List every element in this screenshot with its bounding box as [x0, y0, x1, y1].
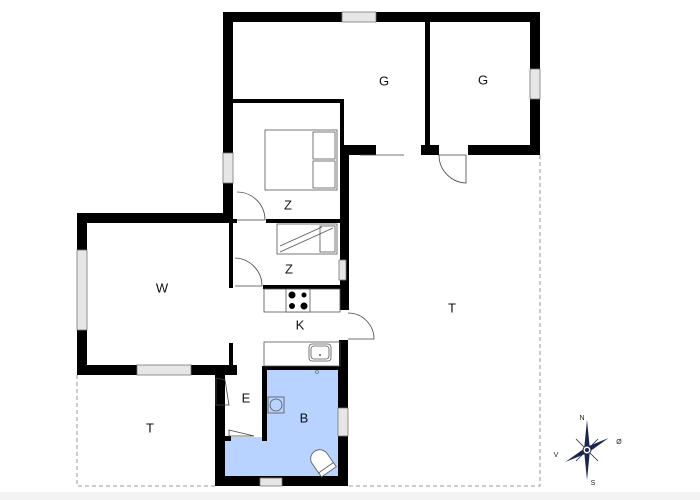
wall-bath-top	[262, 366, 343, 370]
door-kitchen-exterior	[347, 312, 375, 340]
window-living-bottom	[136, 364, 192, 376]
label-bathroom: B	[300, 410, 309, 425]
wall-bedroom-right-upper	[340, 99, 344, 155]
doors	[215, 154, 467, 437]
bath-washbasin	[267, 396, 285, 414]
label-garage-1: G	[379, 73, 389, 88]
kitchen-sink-drain	[319, 354, 321, 356]
kitchen-cooktop	[285, 288, 311, 313]
bath-washbasin-bowl	[269, 398, 283, 412]
compass-south: S	[591, 480, 596, 487]
window-bedroom1-left	[222, 152, 234, 184]
bed-pillow-1	[312, 131, 336, 160]
wall-bedroom-left	[223, 152, 233, 222]
room-labels: G G Z Z W K E B T T	[146, 72, 488, 435]
kitchen-sink-basin	[310, 345, 330, 360]
bottom-strip	[0, 492, 700, 500]
window-living-left	[76, 249, 88, 331]
wall-kitchen-top	[263, 285, 344, 289]
label-bedroom-2: Z	[285, 261, 293, 276]
window-garage-top	[341, 11, 377, 23]
bed-single-cover-2	[279, 226, 323, 247]
door-bathroom	[228, 429, 255, 437]
door-entry	[215, 377, 230, 406]
label-terrace-east: T	[448, 300, 456, 315]
compass-north: N	[579, 415, 584, 422]
wall-entry-bottom-stub	[225, 436, 231, 441]
label-living: W	[156, 280, 169, 295]
bath-floor-drain	[315, 370, 319, 374]
label-bedroom-1: Z	[284, 197, 292, 212]
label-terrace-west: T	[146, 420, 154, 435]
wall-living-top	[77, 213, 233, 223]
door-bedroom2	[234, 257, 263, 287]
wall-bath-left	[262, 366, 267, 441]
bed-single	[276, 223, 338, 255]
wall-bedroom2-left	[229, 222, 233, 288]
label-entry: E	[242, 390, 251, 405]
bath-toilet	[310, 449, 337, 478]
window-bath-bottom	[259, 477, 283, 487]
wall-garage-bottom-b	[421, 145, 439, 155]
wall-garage-left	[223, 12, 233, 152]
terrace-east-outline	[348, 155, 541, 487]
bed-double	[264, 129, 338, 191]
wall-garage-divider	[425, 22, 430, 145]
bed-single-pillow	[319, 225, 336, 253]
wall-garage-bottom-a	[340, 145, 376, 155]
wall-garage-bottom-c	[468, 145, 540, 155]
door-garage-side	[438, 154, 467, 184]
windows	[76, 11, 541, 487]
wall-entry-left	[215, 375, 225, 486]
window-garage-right	[529, 68, 541, 100]
label-garage-2: G	[478, 72, 488, 87]
wall-garage-top	[223, 12, 540, 22]
window-bedroom2-right	[338, 259, 347, 281]
wall-living-right-lower	[229, 343, 233, 375]
bed-single-cover	[279, 227, 334, 253]
bathroom-floor	[225, 369, 338, 476]
wall-east-spine	[340, 145, 349, 310]
label-kitchen: K	[296, 317, 305, 332]
compass-rose-icon: N S Ø V	[554, 415, 623, 487]
wall-bedroom-divider	[266, 219, 344, 223]
window-bath-right	[337, 407, 349, 437]
wall-bedroom-top	[233, 99, 343, 103]
door-bedroom1	[236, 191, 266, 221]
kitchen-counter-bottom	[263, 341, 341, 367]
compass-west: V	[554, 452, 559, 459]
kitchen-sink	[308, 343, 332, 362]
terrace-outlines	[76, 155, 541, 487]
compass-east: Ø	[616, 439, 622, 446]
bed-pillow-2	[312, 160, 336, 189]
terrace-west-outline	[76, 375, 215, 487]
